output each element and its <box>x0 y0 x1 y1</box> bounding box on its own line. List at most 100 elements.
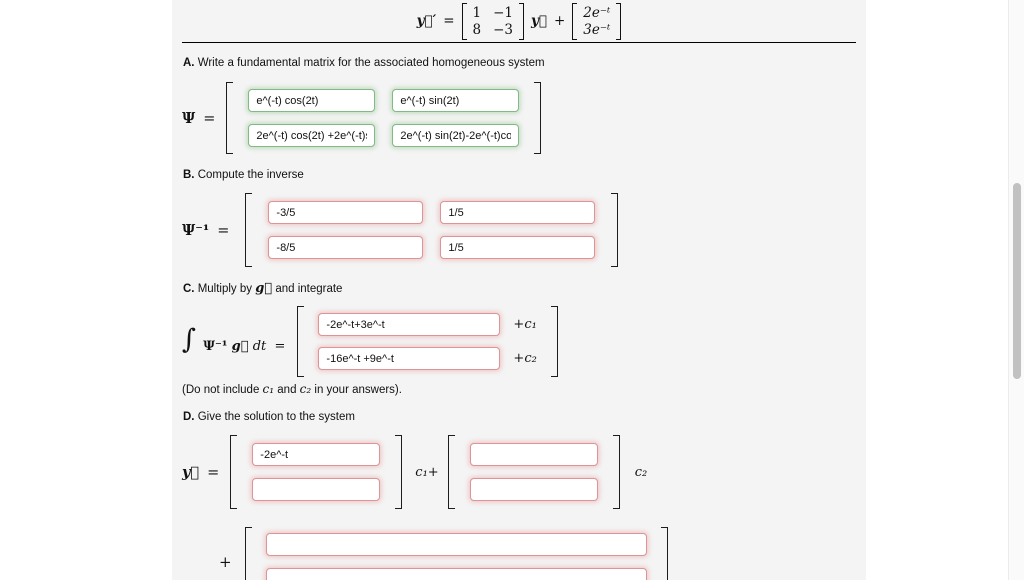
g-vector-symbol: g⃗ <box>255 281 273 296</box>
left-bracket <box>461 2 467 40</box>
psi-entry-2-2[interactable] <box>392 124 520 147</box>
psi-inv-entry-1-2[interactable] <box>440 201 596 224</box>
section-d-heading: D. Give the solution to the system <box>183 411 856 423</box>
left-bracket <box>230 435 238 509</box>
right-bracket <box>616 2 622 40</box>
vector-entry: 2e⁻ᵗ <box>583 4 611 21</box>
y-vector-symbol: y⃗ <box>182 463 200 481</box>
plus-sign: + <box>219 553 232 571</box>
section-a-answer-row: Ψ= <box>182 82 856 154</box>
psi-entry-1-1[interactable] <box>248 89 376 112</box>
particular-entry-1[interactable] <box>265 533 647 556</box>
c2-symbol: c₂ <box>299 382 312 396</box>
plus-sign: + <box>553 13 566 29</box>
note-text: in your answers). <box>311 384 402 396</box>
solution-matrix-1 <box>230 435 403 509</box>
section-a-text: Write a fundamental matrix for the assoc… <box>194 57 545 69</box>
section-b-heading: B. Compute the inverse <box>183 169 856 181</box>
vector-entry: 3e⁻ᵗ <box>583 21 611 38</box>
psi-symbol: Ψ <box>182 109 196 127</box>
psi-inverse-label: Ψ⁻¹ = <box>182 222 229 239</box>
coefficient-matrix: 1 −1 8 −3 <box>461 2 524 40</box>
matrix-entry: 1 <box>472 4 482 21</box>
psi-inverse-symbol: Ψ⁻¹ <box>203 339 228 354</box>
problem-panel: y⃗′ = 1 −1 8 −3 y⃗ + 2e⁻ᵗ 3e⁻ᵗ <box>172 0 866 580</box>
right-bracket <box>660 527 668 580</box>
integral-entry-2[interactable] <box>318 347 501 370</box>
plus-c1-label: +c₁ <box>513 317 537 332</box>
psi-inv-entry-2-1[interactable] <box>268 236 424 259</box>
right-bracket <box>611 193 619 267</box>
section-c-heading: C. Multiply by g⃗ and integrate <box>183 281 856 296</box>
section-c-text-post: and integrate <box>272 283 343 295</box>
left-bracket <box>297 306 305 377</box>
particular-entry-2[interactable] <box>265 568 647 580</box>
equals-sign: = <box>207 464 220 481</box>
integral-result-matrix: +c₁ +c₂ <box>297 306 558 377</box>
section-c-note: (Do not include c₁ and c₂ in your answer… <box>182 382 856 396</box>
divider <box>182 42 856 43</box>
note-text: (Do not include <box>182 384 263 396</box>
equals-sign: = <box>217 222 230 239</box>
right-bracket <box>534 82 542 154</box>
right-bracket <box>519 2 524 40</box>
solution1-entry-2[interactable] <box>252 478 381 501</box>
integral-expression: ∫ Ψ⁻¹ g⃗ dt = <box>182 324 286 357</box>
system-equation: y⃗′ = 1 −1 8 −3 y⃗ + 2e⁻ᵗ 3e⁻ᵗ <box>182 0 856 42</box>
plus-c2-label: +c₂ <box>513 351 537 366</box>
psi-inv-entry-2-2[interactable] <box>440 236 596 259</box>
y-vector-label: y⃗ = <box>182 464 219 481</box>
forcing-vector: 2e⁻ᵗ 3e⁻ᵗ <box>572 2 622 40</box>
section-b-letter: B. <box>183 169 195 181</box>
solution2-entry-2[interactable] <box>469 478 598 501</box>
right-bracket <box>550 306 558 377</box>
section-a-letter: A. <box>183 57 195 69</box>
psi-inverse-matrix <box>245 193 619 267</box>
section-c-text-pre: Multiply by <box>194 283 256 295</box>
y-label: y⃗ <box>531 13 547 29</box>
solution2-entry-1[interactable] <box>469 443 598 466</box>
left-bracket <box>572 2 578 40</box>
g-vector-symbol: g⃗ <box>231 339 249 354</box>
integral-icon: ∫ <box>182 324 197 355</box>
equals-sign: = <box>274 339 286 354</box>
note-text: and <box>274 384 300 396</box>
y-prime-label: y⃗′ <box>416 13 437 29</box>
section-b-answer-row: Ψ⁻¹ = <box>182 193 856 267</box>
solution1-entry-1[interactable] <box>252 443 381 466</box>
c1-symbol: c₁ <box>262 382 275 396</box>
right-bracket <box>395 435 403 509</box>
scrollbar-thumb[interactable] <box>1013 183 1021 379</box>
matrix-entry: 8 <box>472 21 482 38</box>
section-d-text: Give the solution to the system <box>194 411 355 423</box>
psi-inv-entry-1-1[interactable] <box>268 201 424 224</box>
section-d-answer-row: y⃗ = c₁+ c₂ <box>182 435 856 509</box>
equals-sign: = <box>443 13 455 29</box>
psi-inverse-symbol: Ψ⁻¹ <box>182 221 210 239</box>
c1-plus-label: c₁+ <box>415 464 439 480</box>
section-a-heading: A. Write a fundamental matrix for the as… <box>183 57 856 69</box>
equals-sign: = <box>203 110 216 127</box>
left-bracket <box>245 193 253 267</box>
particular-matrix <box>244 527 668 580</box>
section-c-letter: C. <box>183 283 195 295</box>
left-bracket <box>226 82 234 154</box>
left-bracket <box>244 527 252 580</box>
psi-label: Ψ= <box>182 110 215 127</box>
particular-solution-row: + <box>219 527 856 580</box>
section-c-answer-row: ∫ Ψ⁻¹ g⃗ dt = +c₁ +c₂ <box>182 306 856 377</box>
solution-matrix-2 <box>447 435 620 509</box>
right-bracket <box>612 435 620 509</box>
matrix-entry: −1 <box>493 4 513 21</box>
left-bracket <box>447 435 455 509</box>
psi-entry-2-1[interactable] <box>248 124 376 147</box>
psi-entry-1-2[interactable] <box>392 89 520 112</box>
section-b-text: Compute the inverse <box>194 169 304 181</box>
c2-label: c₂ <box>634 464 648 480</box>
vertical-scrollbar[interactable] <box>1008 0 1024 580</box>
dt-symbol: dt <box>252 339 267 354</box>
integral-entry-1[interactable] <box>318 313 501 336</box>
psi-matrix <box>226 82 542 154</box>
matrix-entry: −3 <box>493 21 513 38</box>
section-d-letter: D. <box>183 411 195 423</box>
